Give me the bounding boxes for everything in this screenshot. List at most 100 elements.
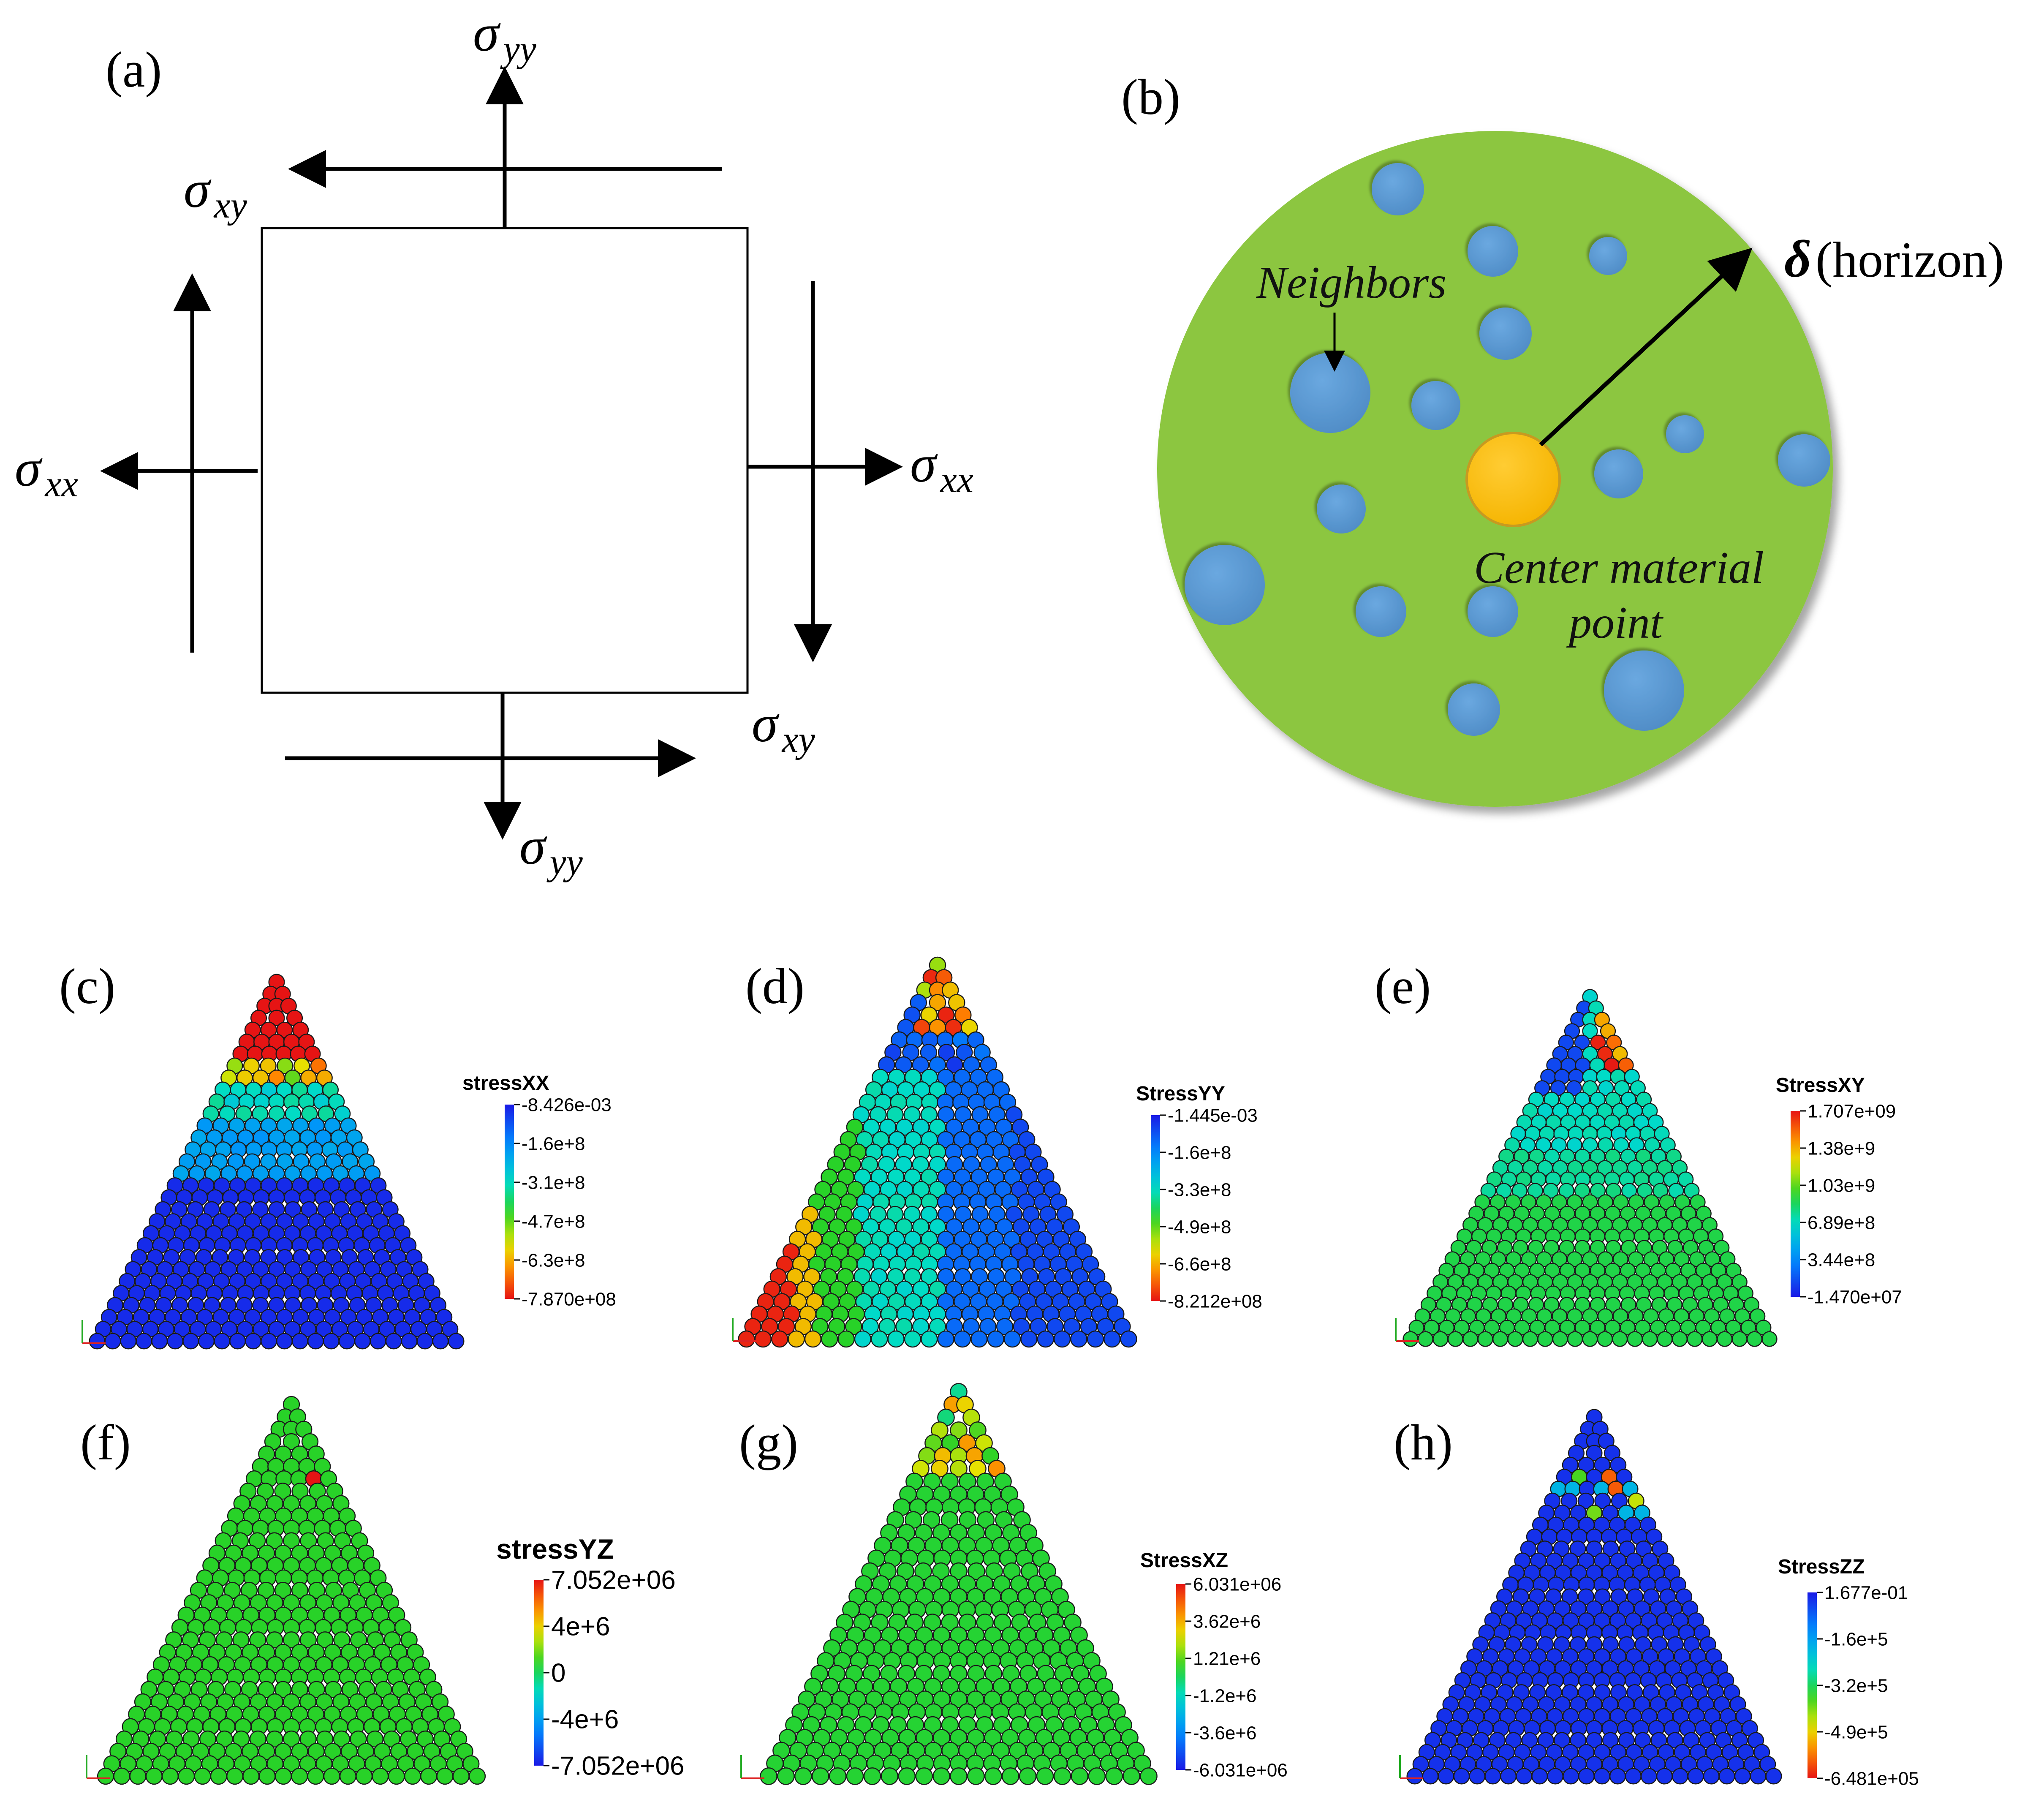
particle (1432, 1331, 1449, 1347)
particle (1586, 1540, 1603, 1557)
particle (887, 1268, 905, 1285)
particle (903, 1106, 921, 1124)
particle (992, 1677, 1011, 1696)
panel-label: (f) (80, 1414, 131, 1470)
particle (1500, 1768, 1517, 1785)
neighbor-points (1185, 163, 1830, 736)
particle (879, 1280, 897, 1298)
particle (317, 1201, 334, 1218)
particle (1536, 1194, 1552, 1210)
particle (194, 1767, 211, 1785)
particle (967, 1729, 985, 1747)
particle (959, 1511, 977, 1529)
particle (984, 1665, 1003, 1683)
particle (1002, 1665, 1020, 1683)
particle (1013, 1318, 1030, 1335)
particle (178, 1767, 195, 1785)
particle (954, 1106, 972, 1124)
colorbar-title: StressZZ (1778, 1556, 1865, 1578)
particle (401, 1333, 418, 1350)
particle (1522, 1331, 1538, 1347)
particle (1492, 1331, 1509, 1347)
colorbar (1808, 1592, 1817, 1778)
particle (1566, 1080, 1582, 1096)
stress-panel-e: (e)StressXY1.707e+091.38e+91.03e+96.89e+… (1375, 958, 1902, 1347)
particle (1566, 1194, 1583, 1210)
particle (252, 1201, 269, 1218)
colorbar-tick-label: 1.21e+6 (1193, 1648, 1261, 1669)
particle (921, 1330, 938, 1348)
particle (941, 1472, 959, 1491)
colorbar-tick-label: 3.62e+6 (1193, 1611, 1261, 1632)
particle (1605, 1183, 1622, 1199)
particle (317, 1297, 334, 1314)
particle (266, 1495, 284, 1512)
neighbor-point (1356, 586, 1406, 637)
particle (1627, 1331, 1643, 1347)
particle (308, 1581, 326, 1599)
particle (1605, 1149, 1621, 1165)
particle (332, 1693, 350, 1711)
particle (1626, 1684, 1643, 1701)
particle (1612, 1331, 1628, 1347)
particle (976, 1614, 994, 1631)
particle (897, 1665, 916, 1683)
particle (937, 1330, 954, 1348)
particle (937, 1206, 955, 1223)
particle (283, 1693, 300, 1711)
particle (283, 1631, 300, 1649)
particle (996, 1318, 1014, 1335)
particle (916, 1729, 933, 1747)
particle (937, 1006, 955, 1024)
particle (1551, 1194, 1567, 1210)
neighbor-point (1589, 237, 1627, 275)
neighbor-point (1468, 586, 1518, 637)
particle (293, 1153, 310, 1170)
particle (920, 1106, 938, 1124)
particle-mesh (760, 1383, 1158, 1785)
stress-contour-panels: (c)stressXX-8.426e-03-1.6e+8-3.1e+8-4.7e… (59, 956, 1919, 1789)
particle (1610, 1684, 1627, 1701)
particle (1001, 1626, 1019, 1644)
particle (372, 1767, 389, 1785)
particle (988, 1206, 1006, 1223)
neighbor-point (1448, 683, 1500, 736)
neighbor-point (1604, 650, 1684, 731)
panel-b: (b) Neighbors Center material point δ(ho… (1121, 69, 2004, 807)
particle (356, 1767, 373, 1785)
particle (1512, 1240, 1528, 1256)
stress-panel-g: (g)StressXZ6.031e+063.62e+61.21e+6-1.2e+… (739, 1383, 1288, 1785)
particle (220, 1297, 236, 1314)
particle (1590, 1183, 1606, 1199)
particle (959, 1472, 976, 1491)
particle (1594, 1684, 1611, 1701)
particle (931, 1460, 949, 1478)
particle (1552, 1331, 1568, 1347)
colorbar-tick-label: -4e+6 (551, 1705, 619, 1734)
particle (794, 1767, 812, 1785)
particle (275, 1644, 292, 1661)
particle (1574, 1297, 1590, 1313)
particle (846, 1767, 864, 1785)
particle (878, 1156, 895, 1173)
particle (275, 1743, 292, 1760)
particle (1516, 1768, 1533, 1785)
particle (940, 1511, 959, 1529)
particle (241, 1681, 258, 1698)
particle (274, 1483, 291, 1500)
neighbor-point (1479, 308, 1532, 360)
particle (300, 1297, 318, 1314)
particle-mesh (1403, 989, 1778, 1347)
particle (915, 1767, 933, 1785)
particle (1621, 1240, 1637, 1256)
particle (984, 1729, 1002, 1747)
particle (291, 1743, 308, 1760)
colorbar-tick-label: -3.6e+6 (1193, 1723, 1256, 1743)
particle (283, 1594, 300, 1611)
particle (898, 1626, 916, 1644)
stress-panel-h: (h)StressZZ1.677e-01-1.6e+5-3.2e+5-4.9e+… (1394, 1409, 1919, 1789)
particle (915, 1626, 933, 1644)
particle (777, 1767, 795, 1785)
